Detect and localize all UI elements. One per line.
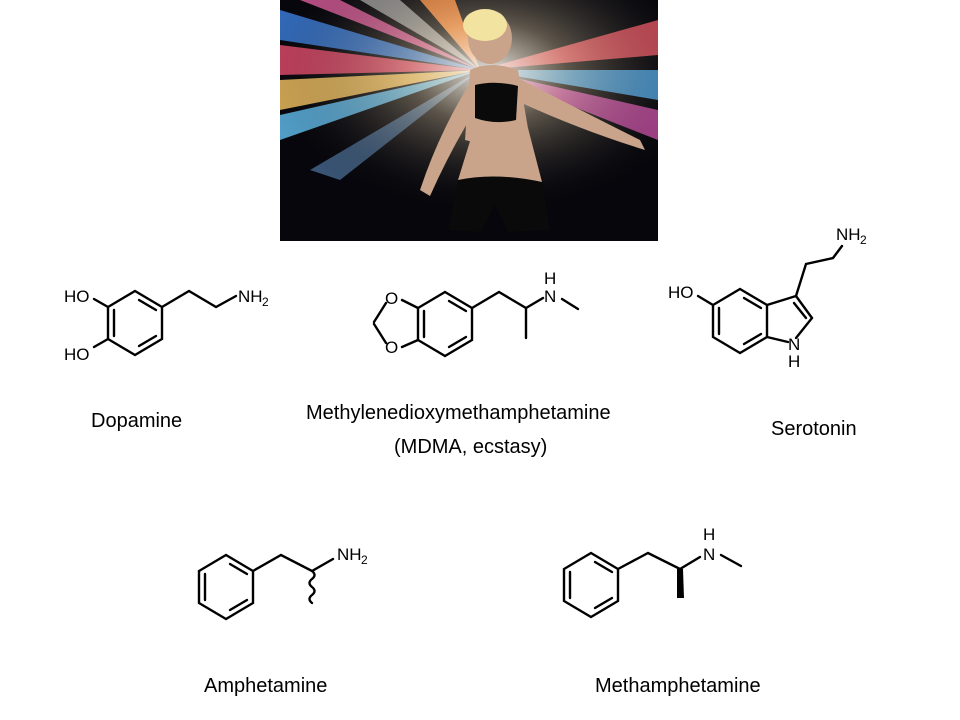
methamphetamine-h: H [703, 525, 715, 544]
dancer-photo [280, 0, 658, 241]
serotonin-ho: HO [668, 283, 694, 302]
mdma-oxygen-top: O [385, 289, 398, 308]
serotonin-nh2: NH [836, 225, 861, 244]
mdma-h: H [544, 269, 556, 288]
methamphetamine-n: N [703, 545, 715, 564]
mdma-alias-label: (MDMA, ecstasy) [394, 436, 548, 458]
serotonin-n: N [788, 335, 800, 354]
mdma-name-label: Methylenedioxymethamphetamine [306, 402, 611, 424]
serotonin-h: H [788, 352, 800, 371]
mdma-n: N [544, 287, 556, 306]
amphetamine-nh2: NH [337, 545, 362, 564]
dopamine-ho-top: HO [64, 287, 90, 306]
amphetamine-label: Amphetamine [204, 675, 328, 697]
amphetamine-nh2-subscript: 2 [361, 553, 368, 567]
dopamine-nh2-subscript: 2 [262, 295, 269, 309]
dopamine-ho-bottom: HO [64, 345, 90, 364]
dopamine-nh2: NH [238, 287, 263, 306]
serotonin-label: Serotonin [771, 418, 857, 440]
serotonin-nh2-subscript: 2 [860, 233, 867, 247]
dopamine-label: Dopamine [91, 410, 183, 432]
methamphetamine-label: Methamphetamine [595, 675, 761, 697]
mdma-oxygen-bottom: O [385, 338, 398, 357]
